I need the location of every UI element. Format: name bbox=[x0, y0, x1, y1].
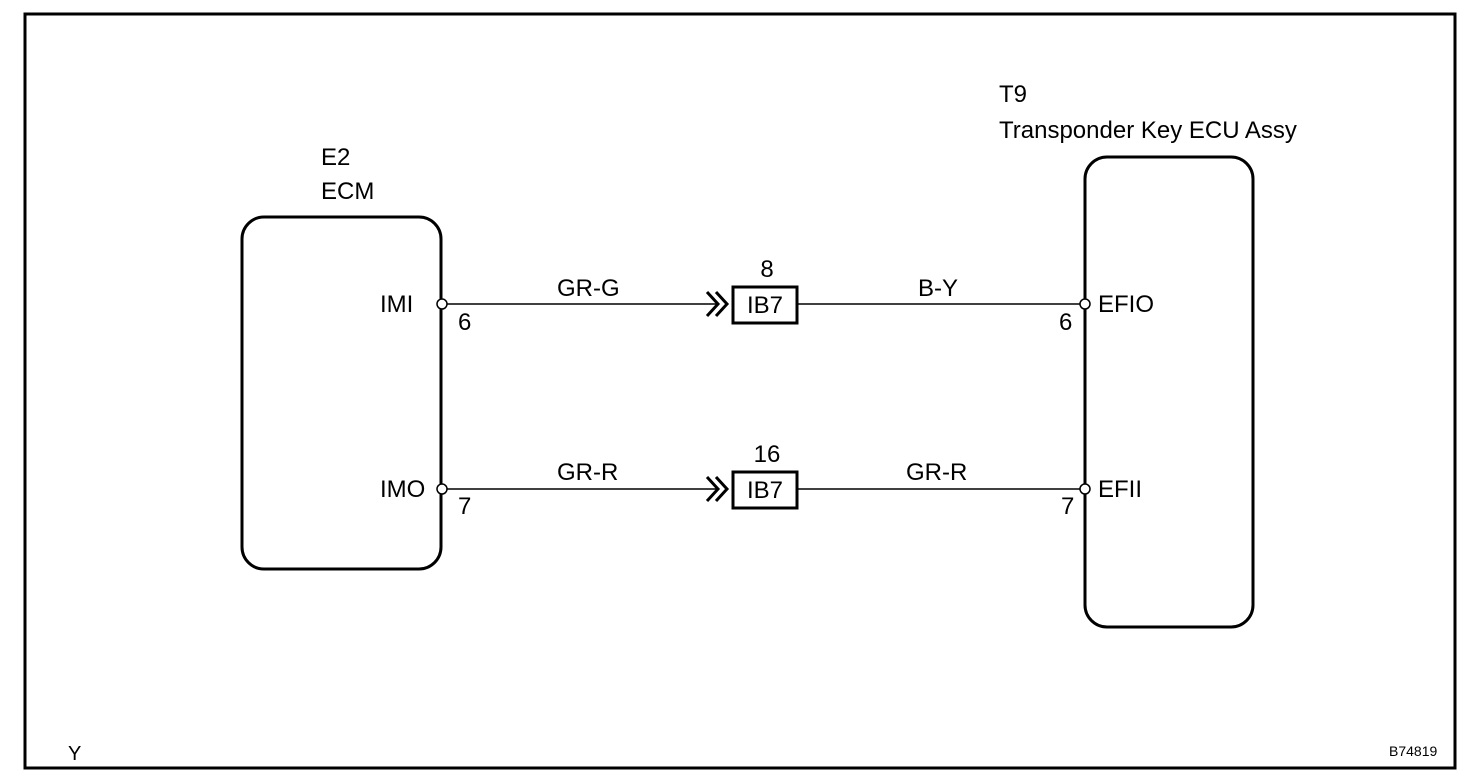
transponder-ecu-code: T9 bbox=[999, 81, 1027, 108]
wire-color-label: B-Y bbox=[918, 275, 958, 302]
connector-pin-number: 16 bbox=[754, 441, 781, 468]
figure-code: B74819 bbox=[1389, 743, 1437, 759]
ecm-code: E2 bbox=[321, 144, 350, 171]
ecu-terminal-point bbox=[1079, 298, 1091, 310]
ecm-name: ECM bbox=[321, 178, 374, 205]
ecm-terminal-label: IMO bbox=[380, 476, 425, 503]
circuit-imi-efio: IMI 6 GR-G 8 IB7 B-Y 6 EFIO bbox=[380, 256, 1154, 336]
wire-color-label: GR-G bbox=[557, 275, 620, 302]
ecu-terminal-label: EFIO bbox=[1098, 291, 1154, 318]
wire-color-label: GR-R bbox=[557, 459, 618, 486]
connector-label: IB7 bbox=[747, 292, 783, 319]
connector-box bbox=[731, 470, 799, 510]
ecu-pin-number: 6 bbox=[1059, 309, 1072, 336]
corner-mark: Y bbox=[68, 743, 81, 765]
connector-pin-number: 8 bbox=[760, 256, 773, 283]
ecu-terminal-point bbox=[1079, 483, 1091, 495]
wire-color-label: GR-R bbox=[906, 459, 967, 486]
transponder-ecu-component: T9 Transponder Key ECU Assy bbox=[999, 81, 1297, 629]
ecu-terminal-label: EFII bbox=[1098, 476, 1142, 503]
ecm-terminal-label: IMI bbox=[380, 291, 413, 318]
ecm-terminal-point bbox=[436, 483, 448, 495]
connector-label: IB7 bbox=[747, 477, 783, 504]
ecm-terminal-point bbox=[436, 298, 448, 310]
connector-box bbox=[731, 285, 799, 325]
transponder-ecu-box bbox=[1083, 155, 1255, 629]
ecu-pin-number: 7 bbox=[1061, 493, 1074, 520]
diagram-frame bbox=[23, 12, 1457, 770]
circuit-imo-efii: IMO 7 GR-R 16 IB7 GR-R 7 EFII bbox=[380, 441, 1142, 520]
connector-chevron-icon bbox=[705, 475, 730, 503]
ecm-box bbox=[240, 215, 443, 571]
ecm-pin-number: 6 bbox=[458, 309, 471, 336]
ecm-pin-number: 7 bbox=[458, 493, 471, 520]
transponder-ecu-name: Transponder Key ECU Assy bbox=[999, 117, 1297, 144]
connector-chevron-icon bbox=[705, 290, 730, 318]
ecm-component: E2 ECM bbox=[240, 144, 443, 571]
